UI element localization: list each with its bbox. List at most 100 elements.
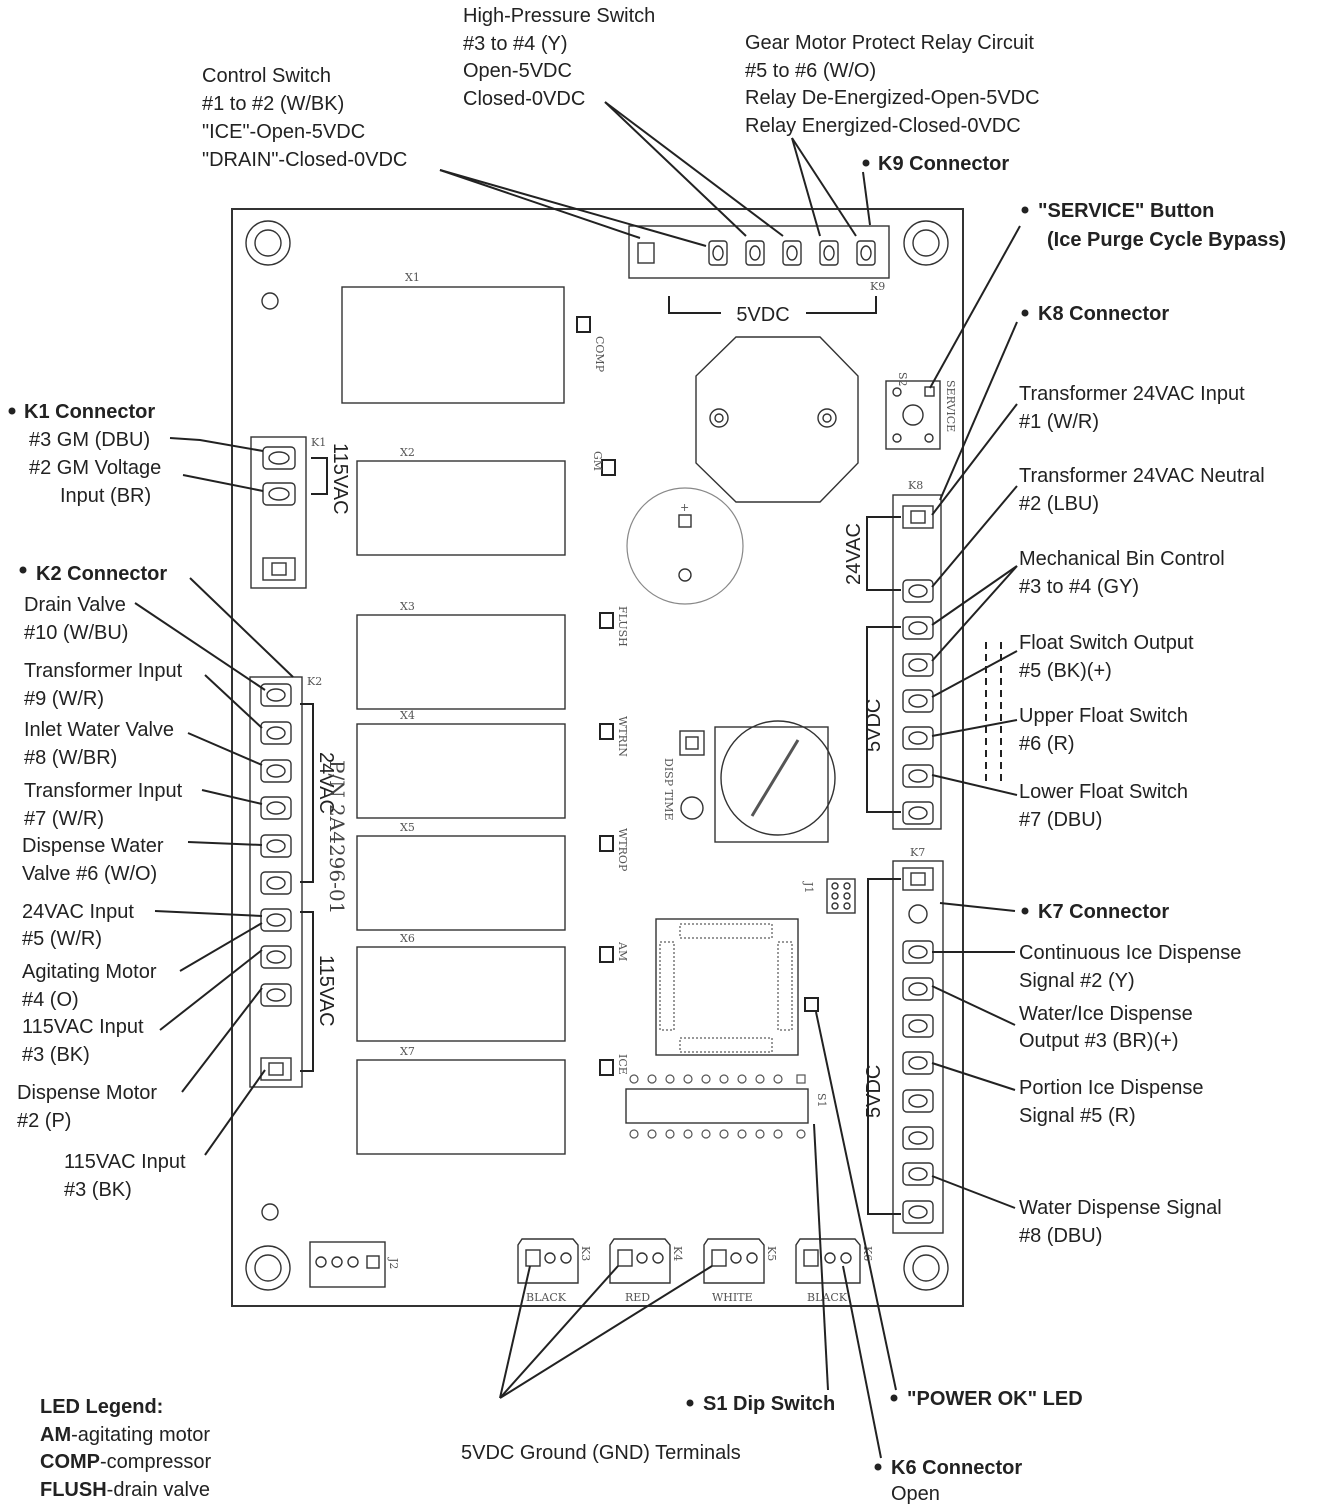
k2-bullet <box>19 566 27 574</box>
service-board-label: SERVICE <box>944 380 957 432</box>
v115-k2-label: 115VAC <box>315 955 337 1027</box>
k2-item-15: 115VAC Input <box>22 1016 144 1038</box>
gnd-terminals-label: 5VDC Ground (GND) Terminals <box>461 1442 741 1464</box>
k1-item-3: Input (BR) <box>60 485 151 507</box>
gmp-line-1: Gear Motor Protect Relay Circuit <box>745 32 1034 54</box>
k9-board-label: K9 <box>870 280 885 293</box>
k6-title: K6 Connector <box>891 1457 1022 1479</box>
relay-x7 <box>356 1059 566 1155</box>
k2-item-12: #5 (W/R) <box>22 928 102 950</box>
gnd-color-3: WHITE <box>712 1291 753 1304</box>
led-ice-label: ICE <box>616 1054 629 1075</box>
led-comp <box>576 316 591 333</box>
led-flush <box>599 612 614 629</box>
k8-labels: Transformer 24VAC Input #1 (W/R) Transfo… <box>1019 383 1265 831</box>
led-wtrop-label: WTROP <box>616 828 629 872</box>
power-ok-bullet <box>890 1394 898 1402</box>
legend-item-comp: COMP-compressor <box>40 1451 211 1473</box>
j1-header: J1 <box>802 878 856 914</box>
hps-line-2: #3 to #4 (Y) <box>463 33 568 55</box>
led-legend: LED Legend: AM-agitating motor COMP-comp… <box>40 1396 211 1501</box>
disp-time-switch: DISP TIME <box>662 720 836 843</box>
k1-board-label: K1 <box>311 436 326 449</box>
legend-desc-am: -agitating motor <box>71 1424 210 1446</box>
k8-board-label: K8 <box>908 479 923 492</box>
k8-item-3: Transformer 24VAC Neutral <box>1019 465 1265 487</box>
k2-item-20: #3 (BK) <box>64 1179 132 1201</box>
k8-item-11: Lower Float Switch <box>1019 781 1188 803</box>
relay-x4 <box>356 723 566 819</box>
k8-item-6: #3 to #4 (GY) <box>1019 576 1139 598</box>
cs-line-1: Control Switch <box>202 65 331 87</box>
j2-connector: J2 <box>309 1241 400 1288</box>
k1-title: K1 Connector <box>24 401 155 423</box>
s1-title: S1 Dip Switch <box>703 1393 835 1415</box>
relay-x7-label: X7 <box>400 1045 415 1058</box>
k8-item-9: Upper Float Switch <box>1019 705 1188 727</box>
relay-x6 <box>356 946 566 1042</box>
legend-key-am: AM <box>40 1424 71 1446</box>
k7-item-1: Continuous Ice Dispense <box>1019 942 1241 964</box>
v5-top-label: 5VDC <box>736 304 789 326</box>
gnd-color-4: BLACK <box>807 1291 848 1304</box>
k3-board-label: K3 <box>579 1246 592 1261</box>
k6-bullet <box>874 1463 882 1471</box>
hps-line-3: Open-5VDC <box>463 60 572 82</box>
k7-labels: K7 Connector Continuous Ice Dispense Sig… <box>1019 901 1241 1247</box>
k2-item-13: Agitating Motor <box>22 961 157 983</box>
k7-board-label: K7 <box>910 846 925 859</box>
k2-labels: K2 Connector Drain Valve #10 (W/BU) Tran… <box>17 563 186 1201</box>
k2-item-5: Inlet Water Valve <box>24 719 174 741</box>
j1-board-label: J1 <box>802 881 815 893</box>
v5-k8-label: 5VDC <box>863 699 885 752</box>
s2-board-label: S2 <box>896 372 909 387</box>
gmp-line-3: Relay De-Energized-Open-5VDC <box>745 87 1040 109</box>
s1-bullet <box>686 1399 694 1407</box>
s1-board-label: S1 <box>815 1093 828 1108</box>
led-flush-label: FLUSH <box>616 606 629 647</box>
k1-item-1: #3 GM (DBU) <box>29 429 150 451</box>
k7-title: K7 Connector <box>1038 901 1169 923</box>
k9-connector: K9 <box>628 225 890 293</box>
k8-item-5: Mechanical Bin Control <box>1019 548 1225 570</box>
legend-item-flush: FLUSH-drain valve <box>40 1479 210 1501</box>
k2-item-18: #2 (P) <box>17 1110 71 1132</box>
k2-item-4: #9 (W/R) <box>24 688 104 710</box>
gmp-line-4: Relay Energized-Closed-0VDC <box>745 115 1021 137</box>
buzzer-octagon <box>695 336 859 503</box>
legend-title: LED Legend: <box>40 1396 163 1418</box>
led-indicators: COMP GM FLUSH WTRIN WTROP AM ICE <box>576 316 629 1076</box>
relay-x1 <box>341 286 565 404</box>
legend-key-flush: FLUSH <box>40 1479 107 1501</box>
relay-x6-label: X6 <box>400 932 415 945</box>
control-board: K9 5VDC X1 X2 X3 X4 X5 X6 X7 COMP GM <box>231 208 1002 1307</box>
k2-item-17: Dispense Motor <box>17 1082 157 1104</box>
s1-dip-switch[interactable]: S1 <box>625 1074 828 1139</box>
led-gm <box>601 459 616 476</box>
k8-item-7: Float Switch Output <box>1019 632 1194 654</box>
bottom-labels: S1 Dip Switch "POWER OK" LED 5VDC Ground… <box>461 1388 1083 1504</box>
capacitor <box>626 487 744 605</box>
k7-item-8: #8 (DBU) <box>1019 1225 1102 1247</box>
leader-lines <box>134 101 1021 1459</box>
k7-item-3: Water/Ice Dispense <box>1019 1003 1193 1025</box>
service-button[interactable]: SERVICE S2 <box>885 372 957 450</box>
k8-item-2: #1 (W/R) <box>1019 411 1099 433</box>
disp-time-label: DISP TIME <box>662 758 675 821</box>
k6-subtitle: Open <box>891 1483 940 1504</box>
v24-k8-label: 24VAC <box>843 523 865 585</box>
relay-x3 <box>356 614 566 710</box>
j2-board-label: J2 <box>387 1257 400 1269</box>
v115-k1-label: 115VAC <box>329 443 351 515</box>
ground-terminals: BLACK K3 RED K4 WHITE K5 BLACK K6 <box>517 1238 874 1304</box>
v5-top-bracket <box>668 296 877 314</box>
gnd-color-2: RED <box>625 1291 650 1304</box>
k2-board-label: K2 <box>307 675 322 688</box>
k4-board-label: K4 <box>671 1246 684 1261</box>
led-comp-label: COMP <box>593 336 606 373</box>
k2-item-19: 115VAC Input <box>64 1151 186 1173</box>
v24-k2-label: 24VAC <box>315 752 337 814</box>
k2-item-16: #3 (BK) <box>22 1044 90 1066</box>
led-gm-label: GM <box>591 451 604 471</box>
